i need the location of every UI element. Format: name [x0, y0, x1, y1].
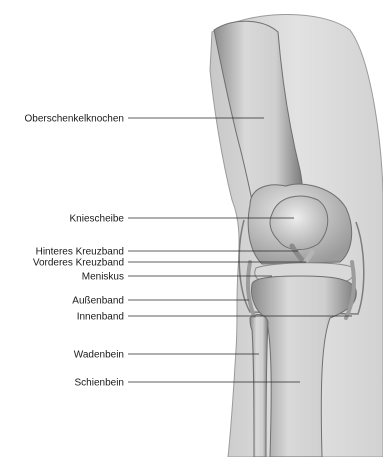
patella-bone	[270, 196, 328, 250]
label-patella: Kniescheibe	[70, 214, 125, 225]
label-acl: Vorderes Kreuzband	[33, 258, 124, 269]
label-fibula: Wadenbein	[74, 350, 124, 361]
label-femur: Oberschenkelknochen	[24, 114, 124, 125]
label-tibia: Schienbein	[75, 378, 124, 389]
label-lcl: Außenband	[72, 296, 124, 307]
label-mcl: Innenband	[77, 312, 124, 323]
label-pcl: Hinteres Kreuzband	[36, 247, 124, 258]
label-meniscus: Meniskus	[82, 272, 124, 283]
